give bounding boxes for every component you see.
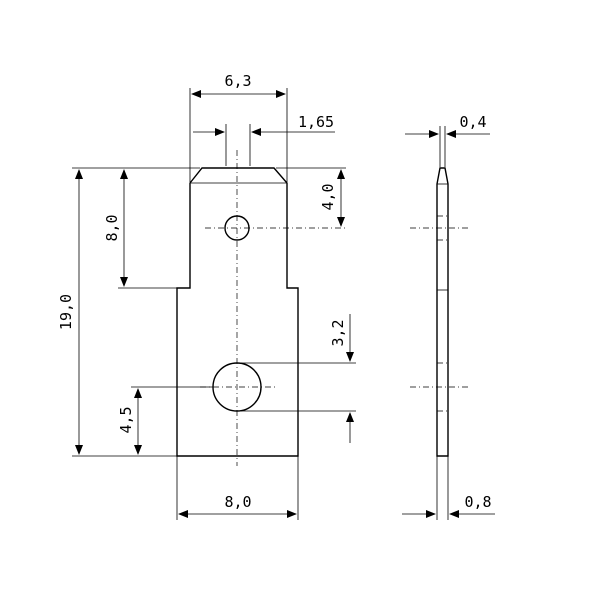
- label-hole-diameter: 3,2: [329, 319, 347, 346]
- side-view: [410, 167, 470, 457]
- label-overall-length: 19,0: [57, 294, 75, 330]
- label-tab-width: 6,3: [224, 72, 251, 90]
- label-thickness: 0,4: [459, 113, 486, 131]
- label-hole-offset: 4,0: [319, 183, 337, 210]
- label-base-width: 8,0: [224, 493, 251, 511]
- label-hole-height: 4,5: [117, 406, 135, 433]
- side-outline: [436, 167, 449, 457]
- part-outline: [176, 167, 299, 457]
- dimension-labels: 6,3 1,65 0,4 4,0 8,0 19,0 3,2 4,5 8,0 0,…: [57, 72, 492, 511]
- label-side-thickness: 0,8: [464, 493, 491, 511]
- dimension-lines: [72, 88, 495, 520]
- label-chamfer: 1,65: [298, 113, 334, 131]
- label-tab-length: 8,0: [103, 214, 121, 241]
